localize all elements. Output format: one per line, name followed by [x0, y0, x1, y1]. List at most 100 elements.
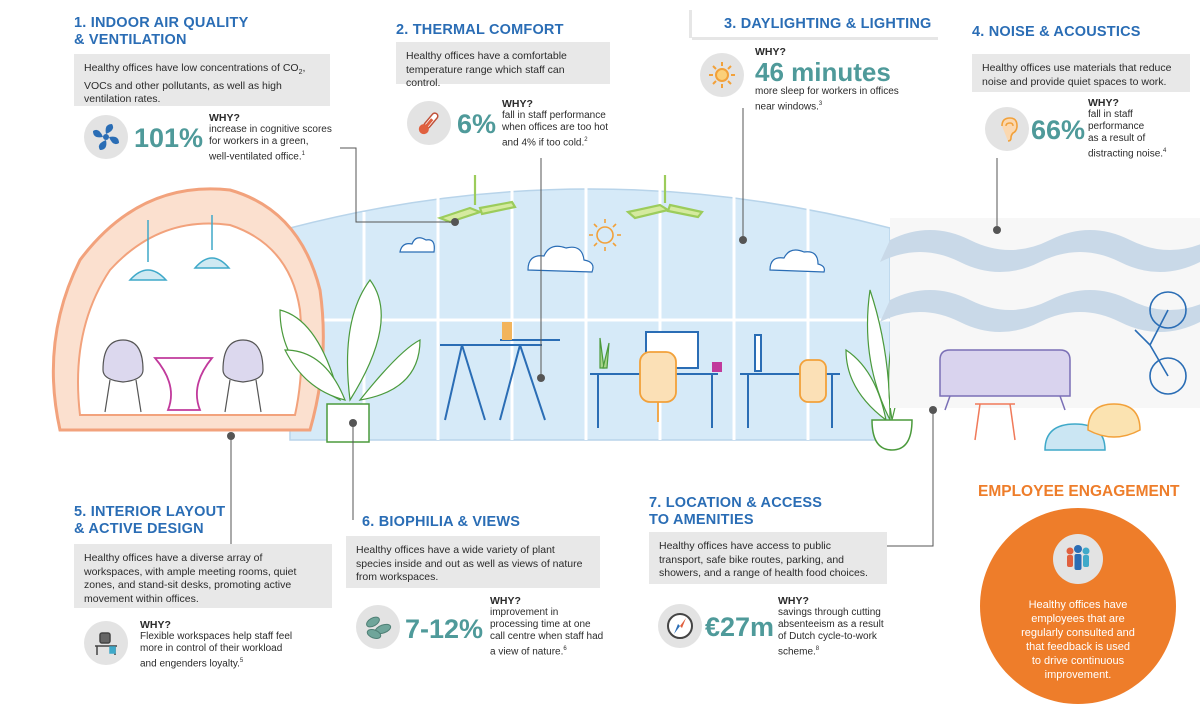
engagement-text-5: to drive continuous: [1031, 655, 1125, 667]
section-5-description: Healthy offices have a diverse array of …: [74, 544, 332, 608]
section-3-stat: 46 minutes: [755, 57, 891, 87]
section-1-title-line2: & VENTILATION: [74, 32, 187, 48]
section-7-title: 7. LOCATION & ACCESS TO AMENITIES: [649, 495, 822, 529]
s3-footnote: 3: [818, 101, 823, 107]
section-3-underline: [692, 37, 938, 40]
section-1-title-line1: 1. INDOOR AIR QUALITY: [74, 15, 249, 31]
section-1-stat: 101%: [134, 123, 204, 153]
s1-desc-sub: 2: [298, 69, 303, 77]
s6-desc-3: from workspaces.: [356, 571, 439, 583]
section-1-description: Healthy offices have low concentrations …: [74, 54, 330, 106]
s7-desc-2: transport, safe bike routes, parking, an…: [659, 553, 845, 566]
ceiling-fans: [436, 175, 704, 224]
section-4-stat: 66%: [1031, 115, 1086, 145]
s5-desc-1: Healthy offices have a diverse array of: [84, 552, 263, 564]
section-6-title: 6. BIOPHILIA & VIEWS: [362, 514, 521, 530]
s7-desc-3: showers, and a range of health food choi…: [659, 567, 868, 579]
s6-why-label: WHY?: [490, 595, 521, 607]
s6-footnote: 6: [563, 646, 567, 652]
window-sun-icon: [589, 219, 621, 251]
section-2-description: Healthy offices have a comfortable tempe…: [396, 42, 610, 89]
section-2-stat: 6%: [457, 109, 497, 139]
s6-desc-1: Healthy offices have a wide variety of p…: [356, 544, 555, 556]
fan-icon: [84, 115, 128, 159]
section-3-why: more sleep for workers in offices near w…: [755, 86, 925, 113]
s1-desc-3: ventilation rates.: [84, 93, 161, 106]
section-6-stat: 7-12%: [405, 614, 484, 644]
section-1-title: 1. INDOOR AIR QUALITY & VENTILATION: [74, 15, 248, 49]
s7-why-text-3: of Dutch cycle-to-work: [778, 631, 877, 642]
s4-desc-1: Healthy offices use materials that reduc…: [982, 62, 1172, 74]
section-5-title: 5. INTERIOR LAYOUT & ACTIVE DESIGN: [74, 504, 225, 538]
section-3-why-label: WHY?: [755, 46, 786, 58]
section-4-title: 4. NOISE & ACOUSTICS: [972, 24, 1141, 40]
s2-why-text-2: when offices are too hot: [502, 122, 608, 133]
s1-why-text-1: increase in cognitive scores: [209, 124, 332, 135]
s1-desc-2: VOCs and other pollutants, as well as hi…: [84, 79, 282, 92]
engagement-text-2: employees that are: [1031, 613, 1125, 625]
s5-why-text-1: Flexible workspaces help staff feel: [140, 631, 293, 642]
s7-title-line2: TO AMENITIES: [649, 512, 754, 528]
s5-why-label: WHY?: [140, 619, 171, 631]
s7-title-line1: 7. LOCATION & ACCESS: [649, 495, 823, 511]
s1-desc-1-end: ,: [302, 62, 306, 74]
s2-why-text-1: fall in staff performance: [502, 110, 606, 121]
s4-desc-2: noise and provide quiet spaces to work.: [982, 75, 1167, 88]
s4-why-text-2: performance: [1088, 121, 1145, 132]
engagement-text-6: improvement.: [1044, 669, 1112, 681]
section-6-why: WHY? improvement in processing time at o…: [490, 595, 620, 658]
s5-why-text-3: and engenders loyalty.: [140, 658, 240, 670]
section-7-description: Healthy offices have access to public tr…: [649, 532, 887, 584]
section-2-why: WHY? fall in staff performance when offi…: [502, 98, 632, 149]
engagement-text-1: Healthy offices have: [1028, 599, 1128, 611]
s7-why-label: WHY?: [778, 595, 809, 607]
engagement-title: EMPLOYEE ENGAGEMENT: [978, 483, 1180, 500]
s3-why-text-1: more sleep for workers in offices: [755, 86, 899, 97]
section-6-description: Healthy offices have a wide variety of p…: [346, 536, 600, 588]
s1-footnote: 1: [301, 151, 305, 157]
s1-why-text-3: well-ventilated office.: [209, 151, 302, 163]
section-1-why: WHY? increase in cognitive scores for wo…: [209, 112, 359, 163]
s2-desc-2: temperature range which staff can contro…: [406, 63, 565, 90]
s4-why-label: WHY?: [1088, 97, 1119, 109]
engagement-text: Healthy offices have employees that are …: [995, 598, 1161, 682]
s5-desc-2: workspaces, with ample meeting rooms, qu…: [84, 565, 297, 578]
s7-why-text-4: scheme.: [778, 646, 816, 658]
s4-footnote: 4: [1163, 148, 1167, 154]
section-3-title: 3. DAYLIGHTING & LIGHTING: [724, 16, 932, 32]
s6-why-text-2: processing time at one: [490, 619, 591, 630]
s4-why-text-3: as a result of: [1088, 133, 1146, 144]
s6-why-text-4: a view of nature.: [490, 646, 564, 658]
thermometer-icon: [407, 101, 451, 145]
s6-desc-2: species inside and out as well as views …: [356, 557, 583, 570]
people-icon: [1053, 534, 1103, 584]
s1-why-label: WHY?: [209, 112, 240, 124]
compass-icon: [658, 604, 702, 648]
s5-title-line2: & ACTIVE DESIGN: [74, 521, 204, 537]
s2-why-label: WHY?: [502, 98, 533, 110]
s4-why-text-1: fall in staff: [1088, 109, 1133, 120]
s2-why-text-3: and 4% if too cold.: [502, 137, 585, 149]
engagement-text-3: regularly consulted and: [1021, 627, 1135, 639]
section-7-why: WHY? savings through cutting absenteeism…: [778, 595, 908, 658]
s3-why-text-2: near windows.: [755, 101, 819, 113]
section-3-divider: [689, 10, 692, 38]
s2-footnote: 2: [584, 137, 588, 143]
s7-desc-1: Healthy offices have access to public: [659, 540, 831, 552]
section-7-stat: €27m: [705, 612, 775, 642]
s6-why-text-1: improvement in: [490, 607, 559, 618]
leaves-icon: [356, 605, 400, 649]
s2-desc-1: Healthy offices have a comfortable: [406, 50, 567, 62]
engagement-text-4: that feedback is used: [1026, 641, 1130, 653]
s7-footnote: 8: [815, 646, 820, 652]
s5-why-text-2: more in control of their workload: [140, 643, 283, 654]
section-2-title: 2. THERMAL COMFORT: [396, 22, 564, 38]
section-4-description: Healthy offices use materials that reduc…: [972, 54, 1190, 92]
ear-icon: [985, 107, 1029, 151]
s5-footnote: 5: [239, 658, 244, 664]
s5-desc-3: zones, and stand-sit desks, promoting ac…: [84, 579, 292, 591]
section-4-why: WHY? fall in staff performance as a resu…: [1088, 97, 1188, 160]
s5-title-line1: 5. INTERIOR LAYOUT: [74, 504, 226, 520]
s5-desc-4: movement within offices.: [84, 592, 199, 605]
